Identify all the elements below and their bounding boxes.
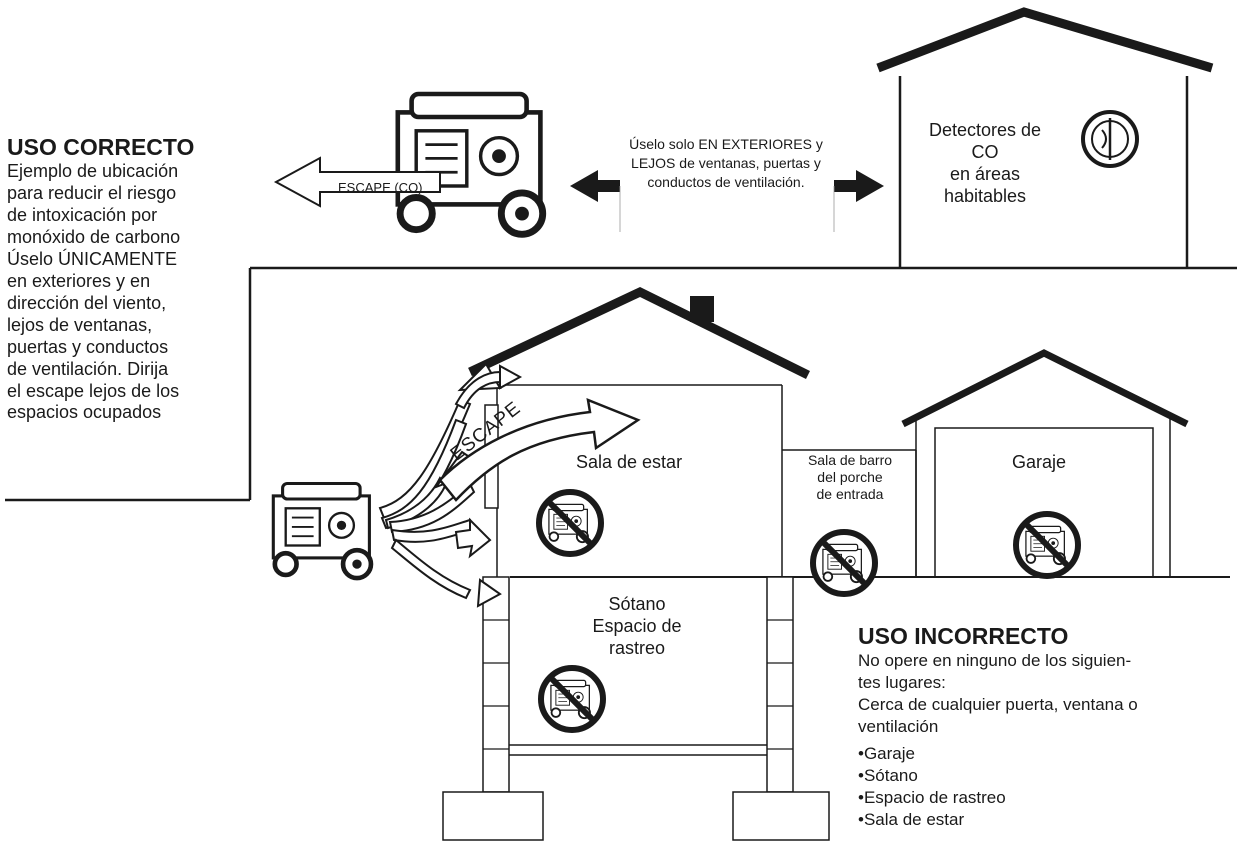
no-generator-icon-living-room (537, 490, 603, 556)
exhaust-co-label: ESCAPE (CO) (338, 180, 423, 195)
garage-label: Garaje (1012, 452, 1067, 472)
no-generator-icon-garage (1014, 512, 1080, 578)
generator-icon-bottom (273, 484, 371, 579)
foundation-column-left (482, 576, 510, 793)
incorrect-locations-list: Garaje Sótano Espacio de rastreo Sala de… (858, 743, 1006, 843)
no-generator-icon-mudroom (811, 530, 877, 596)
exhaust-flow-arrows (378, 362, 523, 608)
co-detector-label: Detectores de CO en áreas habitables (928, 120, 1042, 206)
correct-use-heading: USO CORRECTO (7, 134, 195, 160)
exhaust-co-arrow (273, 156, 441, 208)
list-item: Espacio de rastreo (858, 787, 1006, 809)
correct-use-description: Ejemplo de ubicación para reducir el rie… (7, 161, 181, 423)
co-detector-icon (1081, 110, 1139, 168)
foundation-column-right (766, 576, 794, 793)
escape-big-arrow (438, 398, 641, 502)
basement-label: Sótano Espacio de rastreo (592, 594, 682, 658)
list-item: Sótano (858, 765, 1006, 787)
distance-double-arrow (570, 170, 884, 232)
list-item: Sala de estar (858, 809, 1006, 831)
chimney (690, 296, 714, 322)
list-item: Garaje (858, 743, 1006, 765)
incorrect-use-heading: USO INCORRECTO (858, 623, 1069, 649)
footing-left (442, 791, 544, 841)
co-detector-house (876, 7, 1214, 268)
basement (442, 576, 830, 841)
outdoor-only-note: Úselo solo EN EXTERIORES y LEJOS de vent… (629, 136, 823, 190)
no-generator-icon-basement (539, 666, 605, 732)
mudroom-label: Sala de barro del porche de entrada (807, 452, 893, 502)
generator-icon-top (398, 94, 543, 234)
incorrect-use-description: No opere en ninguno de los siguien- tes … (858, 651, 1138, 736)
living-room-label: Sala de estar (576, 452, 683, 472)
footing-right (732, 791, 830, 841)
